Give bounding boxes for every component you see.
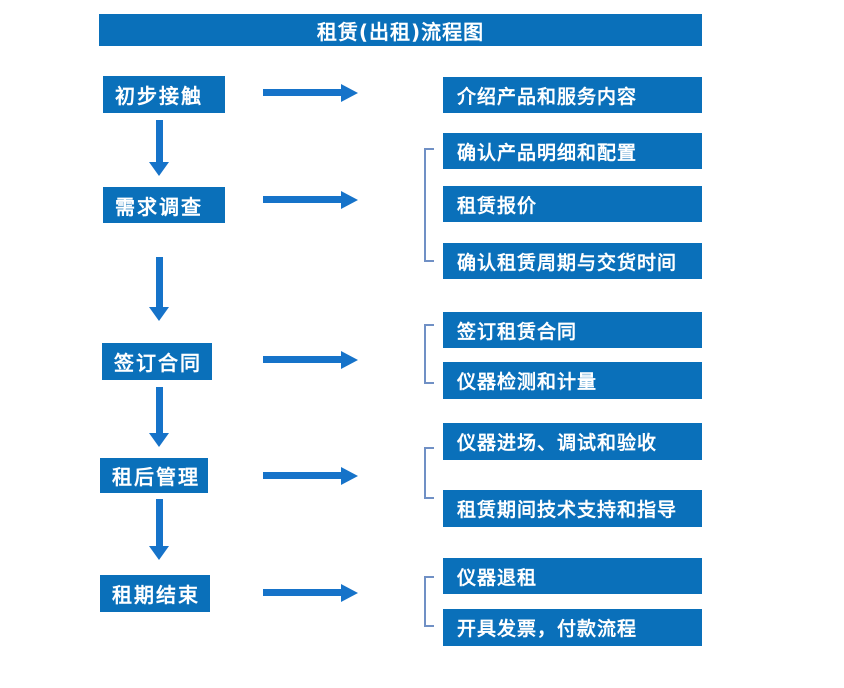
detail-instrument-return: 仪器退租	[443, 558, 702, 594]
step-needs-survey: 需求调查	[103, 187, 225, 223]
bracket-post-rental-group	[424, 447, 434, 499]
down-arrow-2-head-icon	[149, 307, 169, 321]
down-arrow-2-shaft	[156, 257, 163, 307]
right-arrow-3-head-icon	[341, 351, 358, 369]
step-initial-contact: 初步接触	[103, 76, 225, 113]
right-arrow-2-shaft	[263, 196, 341, 203]
step-post-rental-management: 租后管理	[100, 458, 208, 493]
down-arrow-1-head-icon	[149, 162, 169, 176]
right-arrow-3-shaft	[263, 356, 341, 363]
flowchart-title: 租赁(出租)流程图	[99, 14, 702, 46]
detail-confirm-rental-period-delivery: 确认租赁周期与交货时间	[443, 243, 702, 279]
detail-sign-rental-contract: 签订租赁合同	[443, 312, 702, 348]
detail-rental-period-tech-support: 租赁期间技术支持和指导	[443, 490, 702, 527]
down-arrow-1-shaft	[156, 120, 163, 162]
right-arrow-4-shaft	[263, 472, 341, 479]
right-arrow-1-head-icon	[341, 84, 358, 102]
detail-confirm-product-details-config: 确认产品明细和配置	[443, 133, 702, 169]
down-arrow-4-shaft	[156, 499, 163, 546]
bracket-rental-end-group	[424, 576, 434, 627]
detail-rental-quote: 租赁报价	[443, 186, 702, 222]
bracket-sign-contract-group	[424, 324, 434, 384]
right-arrow-2-head-icon	[341, 191, 358, 209]
right-arrow-4-head-icon	[341, 467, 358, 485]
step-rental-period-end: 租期结束	[100, 575, 210, 612]
bracket-needs-survey-group	[424, 148, 434, 262]
down-arrow-3-head-icon	[149, 433, 169, 447]
detail-invoice-payment-process: 开具发票，付款流程	[443, 609, 702, 646]
detail-introduce-products-services: 介绍产品和服务内容	[443, 77, 702, 113]
detail-instrument-inspection-measurement: 仪器检测和计量	[443, 362, 702, 399]
right-arrow-5-shaft	[263, 589, 341, 596]
down-arrow-4-head-icon	[149, 546, 169, 560]
step-sign-contract: 签订合同	[102, 343, 212, 380]
down-arrow-3-shaft	[156, 387, 163, 433]
right-arrow-1-shaft	[263, 89, 341, 96]
detail-instrument-entry-debug-acceptance: 仪器进场、调试和验收	[443, 423, 702, 460]
right-arrow-5-head-icon	[341, 584, 358, 602]
